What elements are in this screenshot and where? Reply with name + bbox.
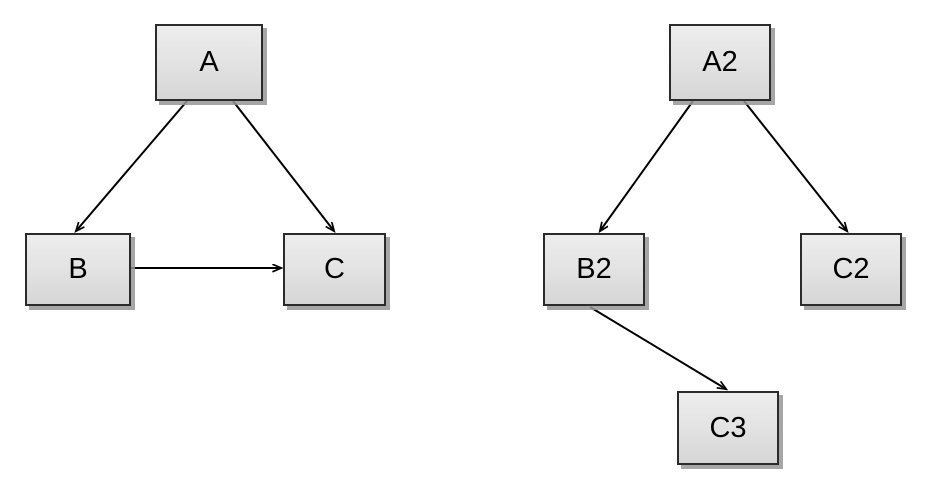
edge-a-to-c[interactable]	[232, 100, 334, 231]
edge-a2-to-c2[interactable]	[743, 100, 847, 231]
node-label-c3: C3	[709, 411, 747, 444]
node-b[interactable]: B	[25, 233, 131, 306]
node-label-c2: C2	[832, 253, 870, 285]
node-label-a2: A2	[702, 46, 738, 78]
node-c2[interactable]: C2	[800, 233, 902, 306]
edges-group	[76, 100, 847, 389]
node-label-b2: B2	[576, 253, 612, 285]
node-b2[interactable]: B2	[543, 233, 645, 306]
node-label-a: A	[199, 46, 219, 78]
edge-b2-to-c3[interactable]	[589, 306, 726, 389]
edge-a-to-b[interactable]	[76, 100, 188, 231]
node-label-b: B	[68, 253, 88, 285]
node-c3[interactable]: C3	[677, 391, 779, 465]
node-c[interactable]: C	[283, 233, 386, 306]
edge-a2-to-b2[interactable]	[600, 100, 694, 231]
node-a[interactable]: A	[155, 24, 263, 101]
node-label-c: C	[324, 253, 345, 285]
node-a2[interactable]: A2	[669, 24, 771, 101]
